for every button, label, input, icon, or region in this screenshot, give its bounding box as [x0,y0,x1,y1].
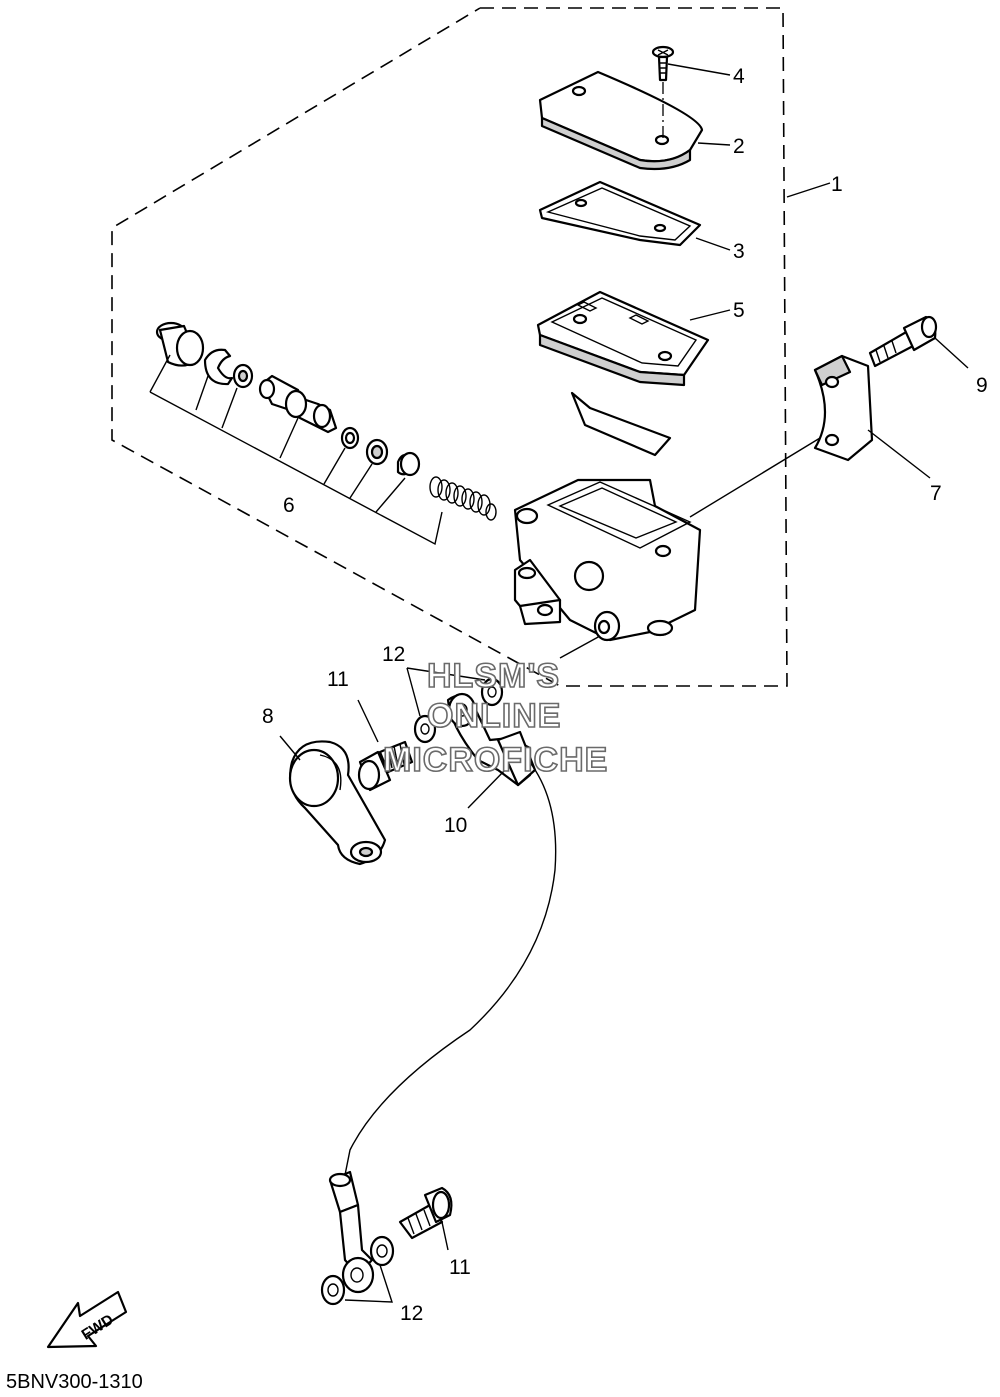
piston-kit [155,321,497,521]
callout-6: 6 [283,494,295,517]
callout-9: 9 [976,374,988,397]
watermark-line-3: MICROFICHE [383,741,608,779]
washer-lower-b-hole [327,1283,339,1297]
watermark-line-2: ONLINE [427,697,561,735]
washer-lower-a-hole [376,1244,388,1258]
clamp-bolt [868,315,938,368]
callout-4: 4 [733,65,745,88]
callout-10: 10 [444,814,467,837]
callout-11-lower: 11 [449,1256,471,1279]
hose-boot [288,740,387,866]
callout-11-upper: 11 [327,668,349,691]
brake-hose [328,692,557,1294]
watermark: HLSM'S ONLINE MICROFICHE [382,656,608,780]
fwd-arrow-icon: FWD [46,1290,128,1349]
diaphragm [536,290,710,387]
master-cylinder-body [513,478,702,642]
reservoir-cap [538,70,704,171]
reservoir-screw [651,45,675,82]
callout-7: 7 [930,482,942,505]
diagram-code: 5BNV300-1310 [6,1371,143,1393]
callout-2: 2 [733,135,745,158]
union-bolt-lower [398,1186,453,1240]
callout-5: 5 [733,299,745,322]
washer-upper-a-hole [420,723,430,735]
watermark-line-1: HLSM'S [427,657,560,695]
union-bolt-upper [357,740,414,792]
washer-upper-a [413,714,437,744]
callout-8: 8 [262,705,274,728]
washer-upper-b-hole [487,686,497,698]
callout-12-lower: 12 [400,1302,423,1325]
handlebar-clamp [813,354,874,462]
callout-1: 1 [831,173,843,196]
washer-upper-b [480,677,504,707]
callout-3: 3 [733,240,745,263]
reservoir-float [570,391,672,457]
washer-lower-a [369,1235,395,1267]
callout-12-upper: 12 [382,643,405,666]
leader-lines [149,63,969,1303]
washer-lower-b [320,1274,346,1306]
diaphragm-plate [538,180,702,247]
